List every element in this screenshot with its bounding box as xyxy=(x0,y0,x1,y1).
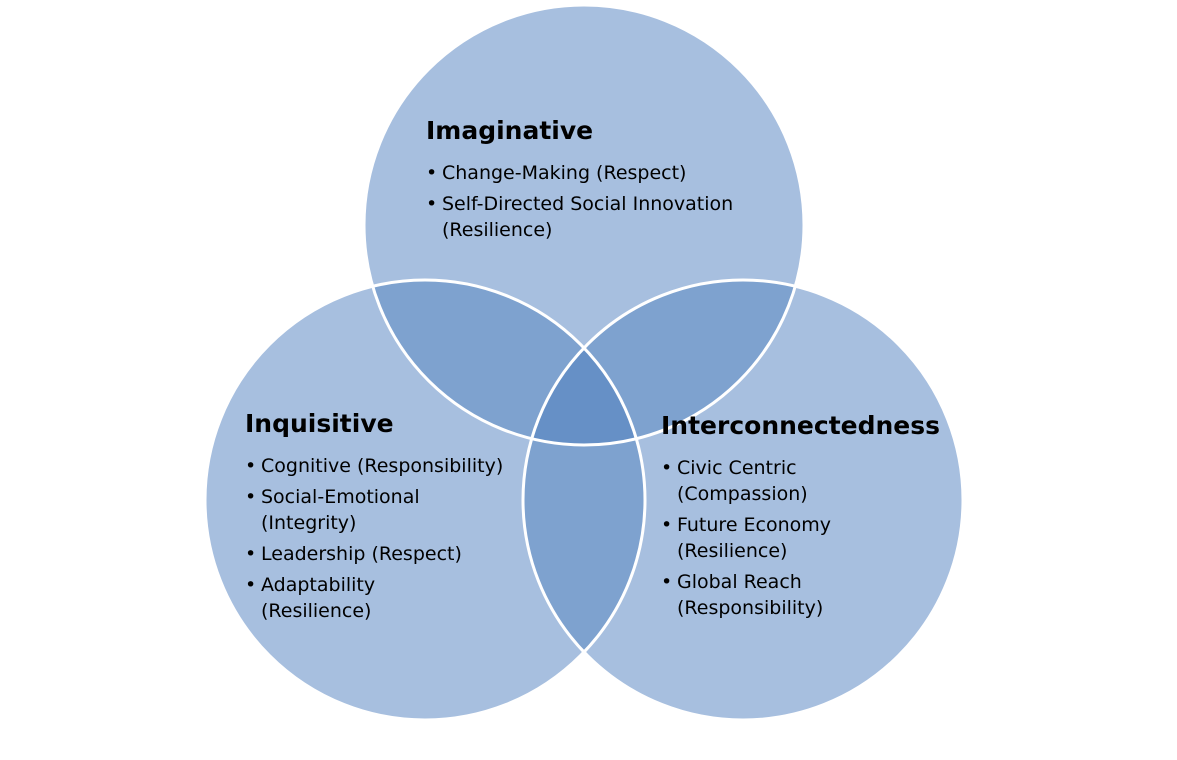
bullet: • xyxy=(661,571,673,593)
list-item: • Change-Making (Respect) xyxy=(426,160,756,186)
bullet: • xyxy=(661,514,673,536)
item-text: Cognitive (Responsibility) xyxy=(261,455,504,477)
interconnectedness-title: Interconnectedness xyxy=(661,411,941,440)
list-item: • Social-Emotional (Integrity) xyxy=(245,484,515,536)
bullet: • xyxy=(426,162,438,184)
imaginative-item-list: • Change-Making (Respect) • Self-Directe… xyxy=(426,160,756,243)
item-text: Civic Centric (Compassion) xyxy=(677,457,808,505)
inquisitive-text-block: Inquisitive • Cognitive (Responsibility)… xyxy=(245,409,515,629)
list-item: • Self-Directed Social Innovation (Resil… xyxy=(426,191,756,243)
item-text: Social-Emotional (Integrity) xyxy=(261,486,420,534)
interconnectedness-text-block: Interconnectedness • Civic Centric (Comp… xyxy=(661,411,941,626)
bullet: • xyxy=(245,543,257,565)
list-item: • Leadership (Respect) xyxy=(245,541,515,567)
list-item: • Global Reach (Responsibility) xyxy=(661,569,931,621)
bullet: • xyxy=(426,193,438,215)
outline-inquisitive xyxy=(203,278,647,722)
bullet: • xyxy=(245,574,257,596)
item-text: Global Reach (Responsibility) xyxy=(677,571,824,619)
inquisitive-item-list: • Cognitive (Responsibility) • Social-Em… xyxy=(245,453,515,624)
bullet: • xyxy=(245,455,257,477)
item-text: Adaptability (Resilience) xyxy=(261,574,376,622)
inquisitive-title: Inquisitive xyxy=(245,409,394,438)
bullet: • xyxy=(661,457,673,479)
list-item: • Cognitive (Responsibility) xyxy=(245,453,515,479)
item-text: Self-Directed Social Innovation (Resilie… xyxy=(442,193,734,241)
bullet: • xyxy=(245,486,257,508)
overlap-imaginative-inquisitive xyxy=(364,280,645,445)
item-text: Change-Making (Respect) xyxy=(442,162,687,184)
imaginative-title: Imaginative xyxy=(426,116,594,145)
list-item: • Future Economy (Resilience) xyxy=(661,512,931,564)
item-text: Future Economy (Resilience) xyxy=(677,514,832,562)
list-item: • Civic Centric (Compassion) xyxy=(661,455,931,507)
outline-interconnectedness xyxy=(521,278,965,722)
item-text: Leadership (Respect) xyxy=(261,543,462,565)
list-item: • Adaptability (Resilience) xyxy=(245,572,515,624)
imaginative-text-block: Imaginative • Change-Making (Respect) • … xyxy=(426,116,756,248)
outline-imaginative xyxy=(362,3,806,447)
interconnectedness-item-list: • Civic Centric (Compassion) • Future Ec… xyxy=(661,455,931,621)
overlap-imaginative-interconnectedness xyxy=(523,280,804,445)
